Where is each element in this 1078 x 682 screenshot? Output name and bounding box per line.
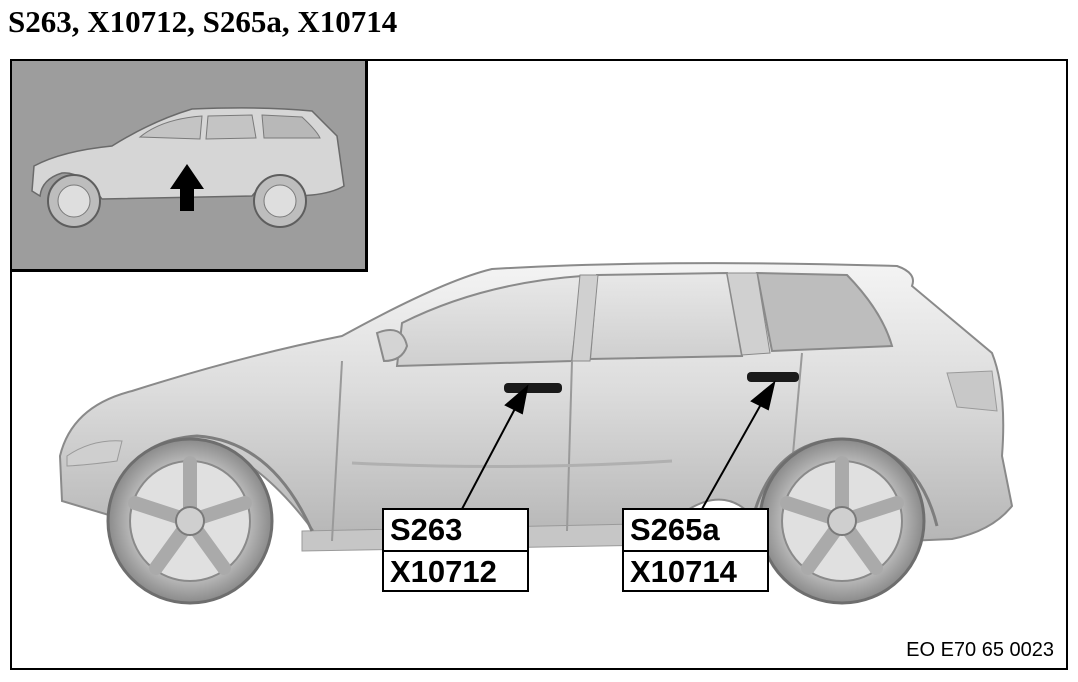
page-title: S263, X10712, S265a, X10714	[8, 4, 398, 39]
rear-window	[588, 271, 744, 361]
leader-arrow-rear	[701, 380, 776, 510]
side-mirror	[375, 329, 409, 363]
diagram-frame: S263 X10712 S265a X10714 EO E70 65 0023	[10, 59, 1068, 670]
callout-front-door: S263 X10712	[382, 508, 529, 592]
locator-arrow-icon	[170, 164, 204, 211]
inset-vehicle	[31, 107, 345, 228]
locator-inset	[12, 61, 368, 272]
quarter-window	[755, 271, 894, 353]
callout-switch-label: S263	[390, 512, 463, 547]
vehicle-side-view	[58, 262, 1014, 605]
rear-door-handle	[747, 372, 799, 382]
front-door-handle	[504, 383, 562, 393]
front-wheel	[106, 437, 274, 605]
callout-connector-label: X10714	[624, 550, 767, 590]
leader-arrow-front	[461, 384, 529, 510]
callout-switch-label: S265a	[630, 512, 720, 547]
rear-wheel	[758, 437, 926, 605]
callout-rear-door: S265a X10714	[622, 508, 769, 592]
figure-reference: EO E70 65 0023	[906, 639, 1054, 661]
callout-connector-label: X10712	[384, 550, 527, 590]
